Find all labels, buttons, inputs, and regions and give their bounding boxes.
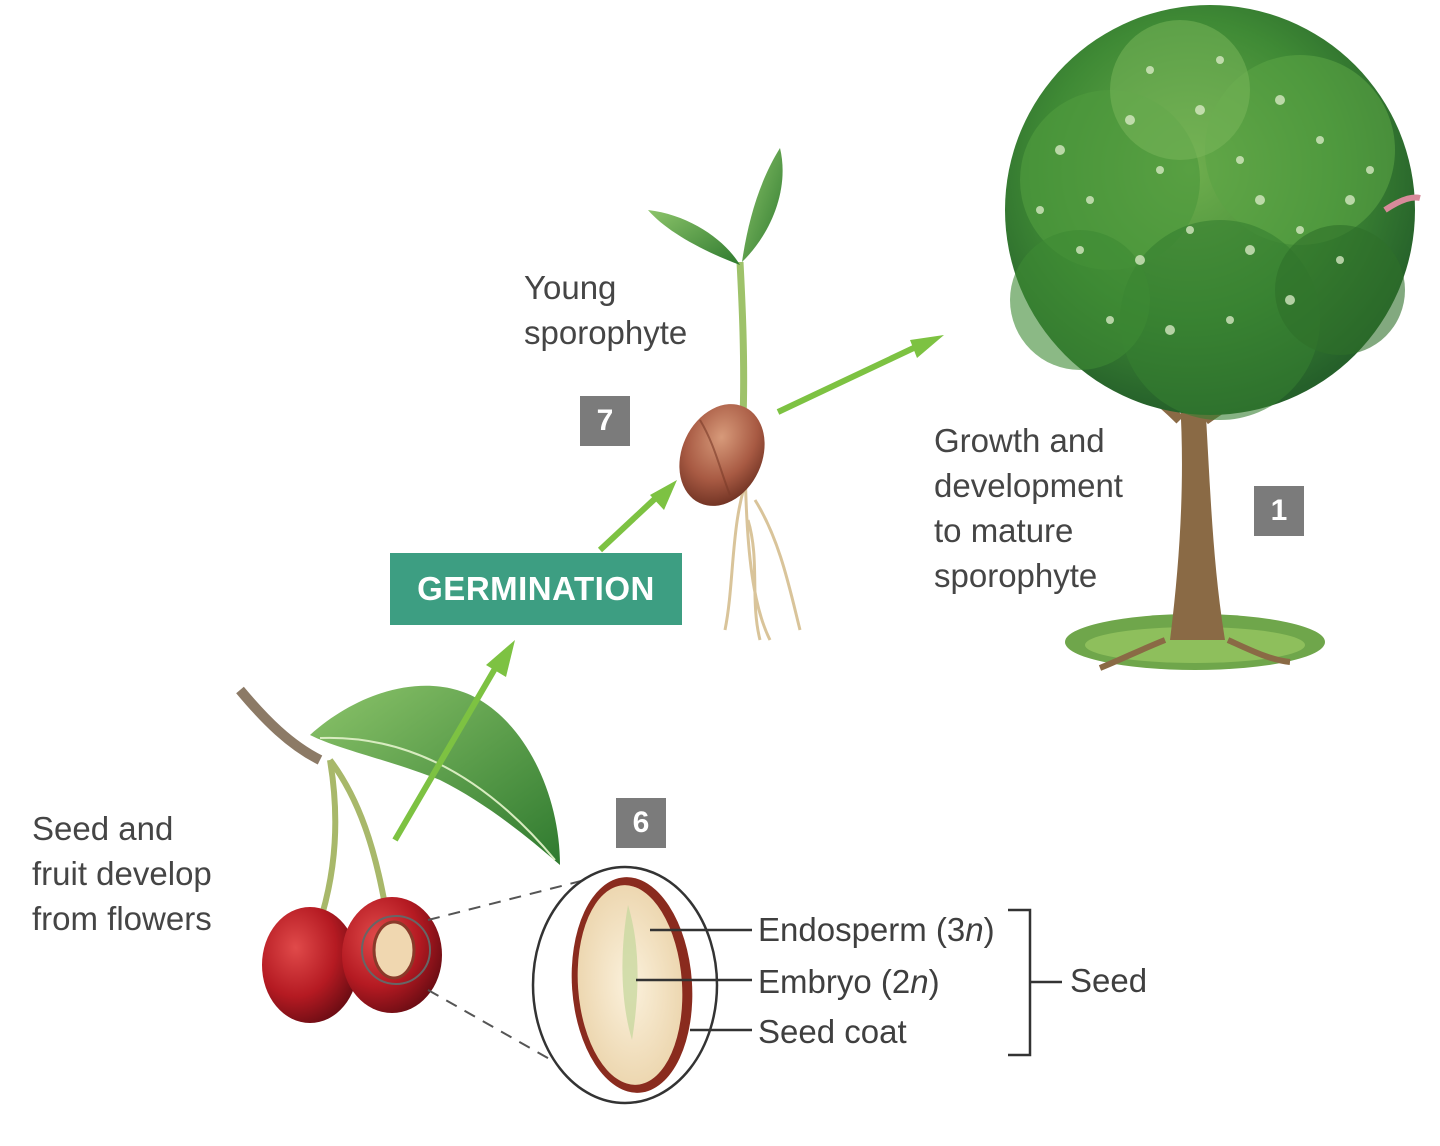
endosperm-label: Endosperm (3n) xyxy=(758,911,995,948)
step-1-badge: 1 xyxy=(1254,486,1304,536)
life-cycle-arrows xyxy=(392,335,944,842)
seedling-drawing xyxy=(648,148,802,641)
seed-bracket-label: Seed xyxy=(1070,962,1148,999)
growth-development-label: Growth and development to mature sporoph… xyxy=(934,422,1123,594)
leader-lines xyxy=(636,908,1062,1057)
seed-fruit-label: Seed and fruit develop from flowers xyxy=(32,810,212,937)
young-sporophyte-label: Young sporophyte xyxy=(524,269,688,351)
step-7-badge: 7 xyxy=(580,396,630,446)
mature-tree-drawing xyxy=(1005,5,1421,671)
step-6-badge: 6 xyxy=(616,798,666,848)
germination-banner: GERMINATION xyxy=(390,553,682,625)
cherry-fruit-drawing xyxy=(236,685,586,1066)
embryo-label: Embryo (2n) xyxy=(758,963,940,1000)
seed-cross-section-drawing xyxy=(531,865,719,1105)
seed-coat-label: Seed coat xyxy=(758,1013,907,1050)
